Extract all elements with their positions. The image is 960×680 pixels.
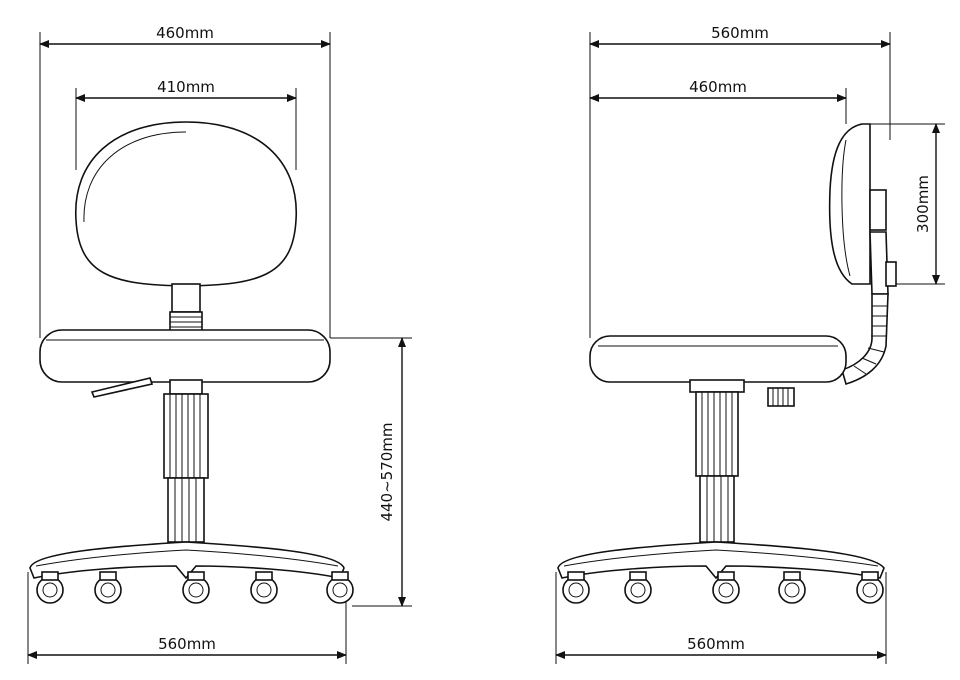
side-seat [589,335,847,383]
front-base-width-label: 560mm [158,635,216,653]
front-gas-cylinder [163,393,209,543]
side-backrest-height-label: 300mm [914,175,932,233]
side-caster [856,571,884,604]
side-backrest [828,123,871,285]
front-overall-width-label: 460mm [156,24,214,42]
side-caster [712,571,740,604]
side-caster [778,571,806,604]
front-seat-mechanism [169,379,203,395]
side-seat-mechanism [689,379,745,393]
side-height-knob [767,387,795,407]
front-caster [94,571,122,604]
side-backrest-spring-arm [841,293,889,385]
front-caster [36,571,64,604]
front-backrest-post [171,283,201,313]
front-caster [250,571,278,604]
side-caster [624,571,652,604]
side-backrest-knob [885,261,897,287]
side-view: 560mm 460mm 300mm 560mm [555,24,945,664]
front-seat-height-label: 440~570mm [378,422,396,521]
front-backrest-width-label: 410mm [157,78,215,96]
side-backrest-bracket [869,189,887,231]
front-seat [39,329,331,383]
front-view: 460mm 410mm 440~570mm 560mm [27,24,412,664]
front-caster [182,571,210,604]
front-caster [326,571,354,604]
front-backrest [75,121,297,287]
front-gas-lever [90,377,154,398]
side-caster [562,571,590,604]
side-seat-depth-label: 460mm [689,78,747,96]
side-star-base [557,541,885,580]
front-backrest-spring [169,311,203,333]
side-base-width-label: 560mm [687,635,745,653]
side-overall-depth-label: 560mm [711,24,769,42]
side-gas-cylinder [695,391,739,543]
